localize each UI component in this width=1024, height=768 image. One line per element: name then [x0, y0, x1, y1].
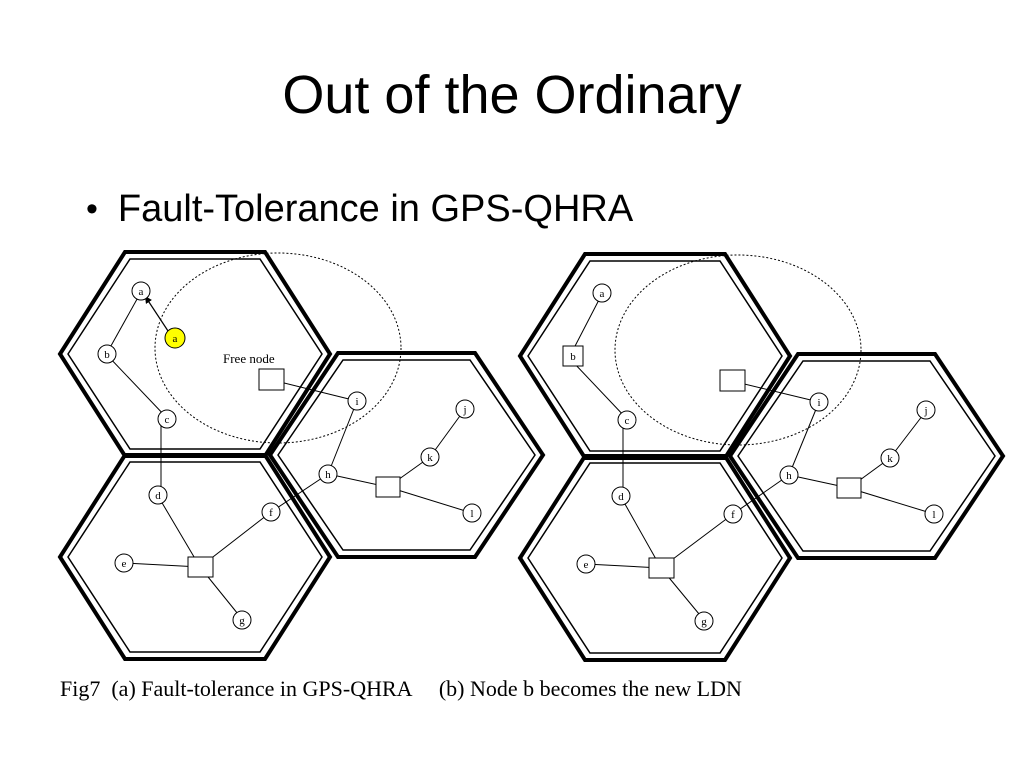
node-l: l	[462, 503, 482, 523]
bullet-dot-icon: •	[86, 190, 98, 228]
hexagon-right	[727, 352, 1006, 560]
hexagon-bottom-left	[517, 454, 793, 662]
cluster-circle	[154, 252, 402, 444]
svg-text:h: h	[786, 470, 792, 482]
slide-title: Out of the Ordinary	[282, 65, 742, 125]
node-b-new-ldn: b	[562, 345, 584, 367]
node-k: k	[420, 447, 440, 467]
hexagon-right	[267, 351, 546, 559]
node-j: j	[455, 399, 475, 419]
node-a-moved: a	[164, 327, 186, 349]
node-c: c	[157, 409, 177, 429]
svg-text:c: c	[625, 415, 630, 427]
svg-text:j: j	[462, 404, 466, 416]
svg-text:h: h	[325, 469, 331, 481]
ldn-node	[187, 556, 214, 578]
svg-text:b: b	[570, 351, 576, 363]
svg-text:j: j	[923, 405, 927, 417]
node-f: f	[723, 504, 743, 524]
svg-text:i: i	[355, 396, 358, 408]
node-g: g	[232, 610, 252, 630]
svg-text:a: a	[173, 333, 178, 345]
svg-text:l: l	[932, 509, 935, 521]
node-a: a	[131, 281, 151, 301]
free-node	[258, 368, 285, 391]
node-e: e	[114, 553, 134, 573]
cluster-circle	[614, 254, 862, 446]
svg-text:k: k	[887, 453, 893, 465]
free-node	[719, 369, 746, 392]
ldn-node	[648, 557, 675, 579]
svg-text:d: d	[155, 490, 161, 502]
node-h: h	[779, 465, 799, 485]
svg-text:e: e	[584, 559, 589, 571]
svg-text:a: a	[139, 286, 144, 298]
node-g: g	[694, 611, 714, 631]
svg-text:k: k	[427, 452, 433, 464]
node-f: f	[261, 502, 281, 522]
svg-text:d: d	[618, 491, 624, 503]
svg-text:b: b	[104, 349, 110, 361]
node-a: a	[592, 283, 612, 303]
hexagon-bottom-left	[57, 453, 333, 661]
svg-text:e: e	[122, 558, 127, 570]
svg-text:f: f	[269, 507, 273, 519]
node-l: l	[924, 504, 944, 524]
ldn-node	[375, 476, 401, 498]
svg-text:i: i	[817, 397, 820, 409]
node-i: i	[809, 392, 829, 412]
free-node-label: Free node	[223, 351, 275, 366]
svg-text:f: f	[731, 509, 735, 521]
bullet-item: • Fault-Tolerance in GPS-QHRA	[86, 188, 633, 231]
svg-text:l: l	[470, 508, 473, 520]
node-e: e	[576, 554, 596, 574]
ldn-node	[836, 477, 862, 499]
node-j: j	[916, 400, 936, 420]
node-h: h	[318, 464, 338, 484]
svg-text:g: g	[701, 616, 707, 628]
diagram-a: Free node a a b c d e f g h i j k l	[57, 250, 546, 661]
bullet-text: Fault-Tolerance in GPS-QHRA	[117, 188, 634, 230]
node-c: c	[617, 410, 637, 430]
figure-caption: Fig7 (a) Fault-tolerance in GPS-QHRA (b)…	[60, 676, 742, 701]
svg-text:a: a	[600, 288, 605, 300]
node-i: i	[347, 391, 367, 411]
node-d: d	[148, 485, 168, 505]
node-d: d	[611, 486, 631, 506]
diagram-b: a b c d e f g h i j k l	[517, 252, 1006, 662]
node-k: k	[880, 448, 900, 468]
svg-text:g: g	[239, 615, 245, 627]
svg-text:c: c	[165, 414, 170, 426]
node-b: b	[97, 344, 117, 364]
